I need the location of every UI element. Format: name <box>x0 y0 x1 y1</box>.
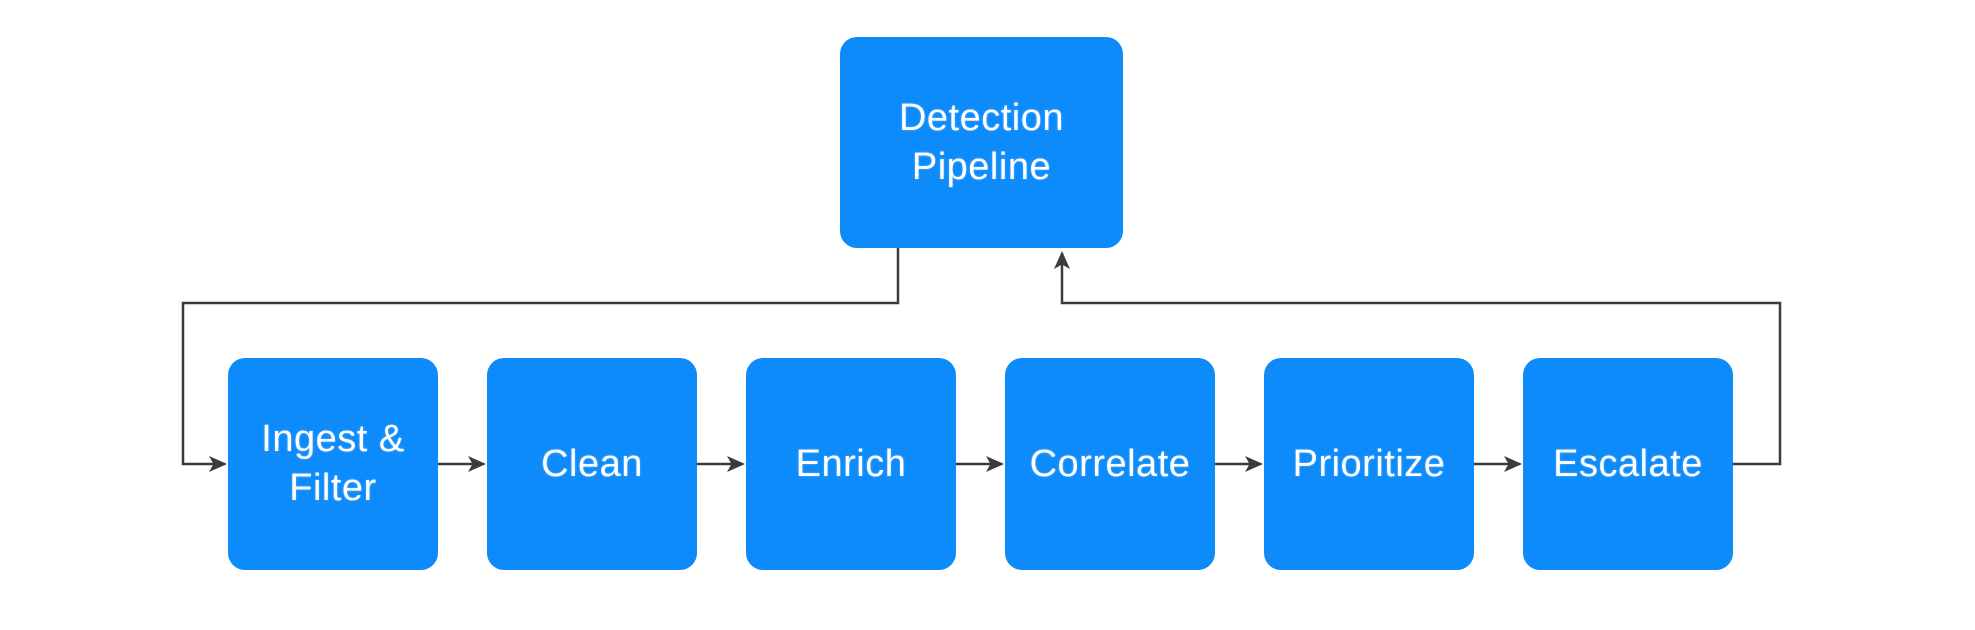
node-enrich: Enrich <box>746 358 956 570</box>
node-correlate: Correlate <box>1005 358 1215 570</box>
node-correlate-label: Correlate <box>1029 442 1191 485</box>
connector-escalate-to-root <box>1054 251 1782 466</box>
node-ingest-filter-label: Ingest & Filter <box>261 418 405 509</box>
node-ingest-filter: Ingest & Filter <box>228 358 438 570</box>
node-enrich-label: Enrich <box>795 442 907 485</box>
node-escalate: Escalate <box>1523 358 1733 570</box>
node-clean: Clean <box>487 358 697 570</box>
node-prioritize: Prioritize <box>1264 358 1474 570</box>
node-prioritize-label: Prioritize <box>1292 442 1446 485</box>
node-escalate-label: Escalate <box>1553 442 1703 485</box>
node-detection-pipeline-label: Detection Pipeline <box>898 96 1065 188</box>
connector-root-to-ingest <box>181 248 900 472</box>
node-clean-label: Clean <box>541 442 643 485</box>
node-detection-pipeline: Detection Pipeline <box>840 37 1123 248</box>
